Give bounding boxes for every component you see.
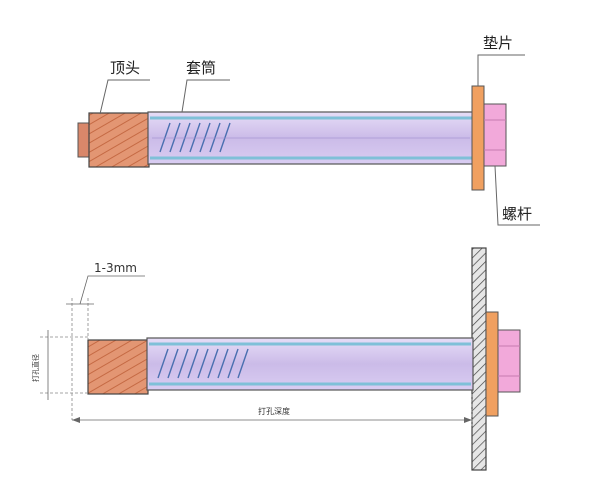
- bottom-cap: [87, 339, 149, 395]
- nut: [483, 103, 507, 167]
- top-cap-label: 顶头: [110, 59, 140, 77]
- wall: [471, 247, 487, 471]
- bolt-label: 螺杆: [502, 205, 532, 223]
- hole-diameter-label: 打孔直径: [31, 354, 40, 382]
- bottom-assembly: 1-3mm 打孔直径 打孔深度: [31, 247, 521, 471]
- cap-nub: [77, 122, 91, 158]
- bolt-leader: [494, 165, 540, 226]
- washer: [471, 85, 485, 191]
- top-cap: [88, 112, 150, 168]
- bottom-thread-lines: [157, 348, 249, 379]
- hole-depth-label: 打孔深度: [258, 406, 290, 416]
- washer-leader: [477, 54, 525, 86]
- sleeve-label: 套筒: [186, 59, 216, 77]
- bottom-nut: [497, 329, 521, 393]
- bottom-washer: [485, 311, 499, 417]
- top-cap-leader: [99, 79, 150, 115]
- gap-label: 1-3mm: [94, 261, 137, 275]
- washer-label: 垫片: [483, 34, 513, 52]
- top-assembly: 顶头 套筒 垫片 螺杆: [77, 34, 540, 226]
- bottom-sleeve: [146, 337, 474, 391]
- sleeve-leader: [181, 79, 230, 113]
- gap-leader: [79, 275, 145, 305]
